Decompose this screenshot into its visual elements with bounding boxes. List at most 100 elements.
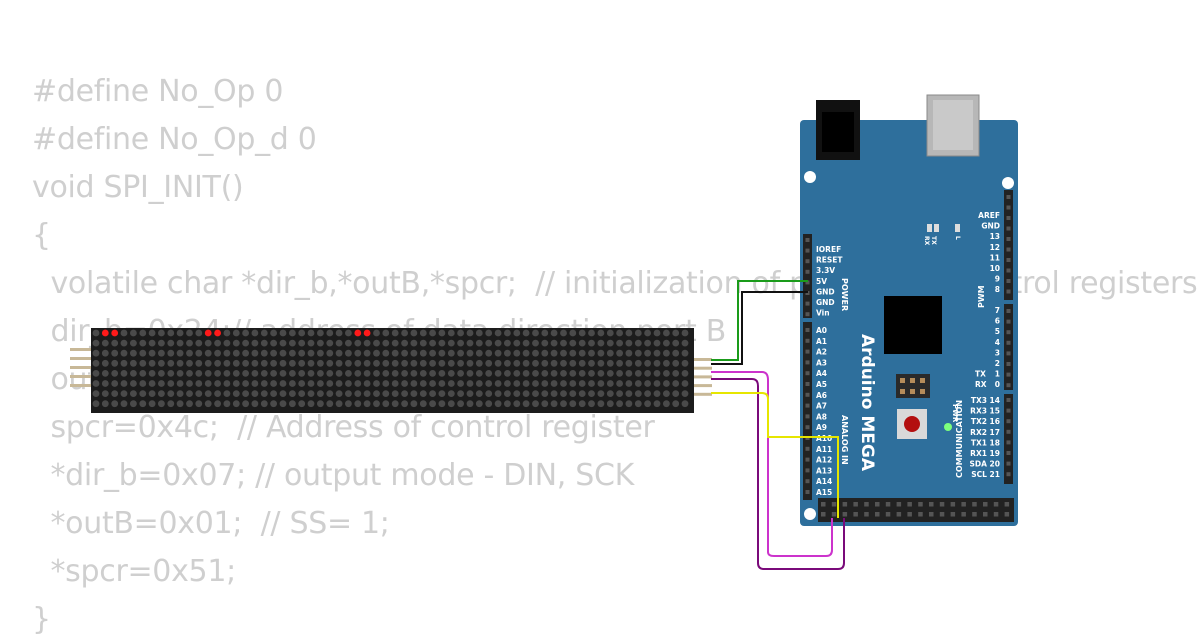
header-pin[interactable]	[805, 301, 810, 306]
header-pin[interactable]	[821, 502, 826, 507]
matrix-pin[interactable]	[694, 375, 712, 379]
header-pin[interactable]	[993, 512, 999, 517]
led-matrix[interactable]	[70, 328, 712, 413]
header-pin[interactable]	[805, 371, 810, 376]
matrix-pin[interactable]	[694, 366, 712, 370]
header-pin[interactable]	[1006, 279, 1011, 283]
header-pin[interactable]	[972, 512, 977, 517]
header-pin[interactable]	[1006, 309, 1011, 313]
header-pin[interactable]	[805, 490, 810, 494]
header-pin[interactable]	[805, 446, 810, 451]
header-pin[interactable]	[1006, 351, 1011, 356]
wire-green-vcc[interactable]	[711, 280, 808, 361]
header-pin[interactable]	[1004, 512, 1010, 517]
header-pin[interactable]	[896, 512, 902, 517]
header-pin[interactable]	[1004, 502, 1010, 507]
header-pin[interactable]	[805, 392, 810, 397]
header-pin[interactable]	[896, 502, 902, 507]
header-pin[interactable]	[853, 512, 858, 517]
header-pin[interactable]	[1006, 383, 1011, 388]
header-pin[interactable]	[950, 502, 956, 507]
header-pin[interactable]	[1006, 258, 1011, 262]
header-pin[interactable]	[939, 512, 945, 517]
wire-magenta-din[interactable]	[711, 371, 833, 557]
header-pin[interactable]	[918, 502, 923, 507]
wire-purple-cs[interactable]	[711, 378, 845, 570]
header-pin[interactable]	[805, 328, 810, 332]
header-pin[interactable]	[1006, 429, 1011, 434]
header-pin[interactable]	[885, 512, 891, 517]
header-pin[interactable]	[805, 269, 810, 274]
header-pin[interactable]	[1006, 195, 1011, 199]
header-pin[interactable]	[805, 338, 810, 343]
header-pin[interactable]	[1006, 226, 1011, 231]
header-pin[interactable]	[972, 502, 977, 507]
header-pin[interactable]	[1006, 398, 1011, 402]
header-pin[interactable]	[842, 512, 848, 517]
header-pin[interactable]	[821, 512, 826, 517]
header-pin[interactable]	[950, 512, 956, 517]
header-pin[interactable]	[1006, 340, 1011, 345]
header-pin[interactable]	[805, 403, 810, 408]
header-pin[interactable]	[805, 312, 810, 317]
header-pin[interactable]	[983, 502, 988, 507]
header-pin[interactable]	[805, 280, 810, 285]
header-pin[interactable]	[993, 502, 999, 507]
header-pin[interactable]	[983, 512, 988, 517]
arduino-mega-board[interactable]: IOREFRESET3.3V5VGNDGNDVinA0A1A2A3A4A5A6A…	[800, 94, 1018, 526]
right-header-pins[interactable]	[1004, 190, 1013, 484]
reset-button[interactable]	[904, 416, 920, 432]
left-header-pins[interactable]	[803, 234, 812, 500]
header-pin[interactable]	[805, 248, 810, 253]
header-pin[interactable]	[1006, 472, 1011, 477]
header-pin[interactable]	[1006, 205, 1011, 210]
header-pin[interactable]	[831, 502, 837, 507]
header-pin[interactable]	[1006, 289, 1011, 294]
header-pin[interactable]	[1006, 451, 1011, 455]
header-pin[interactable]	[939, 502, 945, 507]
header-pin[interactable]	[805, 479, 810, 484]
header-pin[interactable]	[805, 349, 810, 354]
header-pin[interactable]	[1006, 408, 1011, 413]
header-pin[interactable]	[1006, 330, 1011, 335]
header-pin[interactable]	[918, 512, 923, 517]
matrix-pin[interactable]	[694, 392, 712, 396]
bottom-header-pins[interactable]	[818, 498, 1014, 522]
header-pin[interactable]	[1006, 319, 1011, 324]
header-pin[interactable]	[805, 414, 810, 419]
header-pin[interactable]	[1006, 419, 1011, 424]
header-pin[interactable]	[875, 512, 880, 517]
matrix-pin[interactable]	[694, 384, 712, 388]
header-pin[interactable]	[805, 457, 810, 462]
header-pin[interactable]	[805, 382, 810, 386]
header-pin[interactable]	[885, 502, 891, 507]
matrix-pin[interactable]	[694, 358, 712, 361]
header-pin[interactable]	[864, 502, 869, 507]
header-pin[interactable]	[1006, 440, 1011, 445]
header-pin[interactable]	[831, 512, 837, 517]
header-pin[interactable]	[1006, 372, 1011, 377]
wire-black-gnd[interactable]	[711, 291, 808, 365]
header-pin[interactable]	[805, 468, 810, 473]
header-pin[interactable]	[961, 502, 966, 507]
header-pin[interactable]	[907, 512, 912, 517]
header-pin[interactable]	[1006, 268, 1011, 273]
header-pin[interactable]	[907, 502, 912, 507]
header-pin[interactable]	[864, 512, 869, 517]
header-pin[interactable]	[929, 512, 934, 517]
header-pin[interactable]	[1006, 461, 1011, 466]
header-pin[interactable]	[1006, 362, 1011, 366]
header-pin[interactable]	[805, 425, 810, 430]
header-pin[interactable]	[805, 238, 810, 242]
wire-yellow-clk[interactable]	[711, 392, 839, 518]
header-pin[interactable]	[875, 502, 880, 507]
header-pin[interactable]	[805, 259, 810, 264]
header-pin[interactable]	[1006, 216, 1011, 220]
header-pin[interactable]	[961, 512, 966, 517]
header-pin[interactable]	[853, 502, 858, 507]
header-pin[interactable]	[1006, 247, 1011, 252]
header-pin[interactable]	[842, 502, 848, 507]
header-pin[interactable]	[929, 502, 934, 507]
header-pin[interactable]	[805, 360, 810, 365]
header-pin[interactable]	[1006, 237, 1011, 241]
